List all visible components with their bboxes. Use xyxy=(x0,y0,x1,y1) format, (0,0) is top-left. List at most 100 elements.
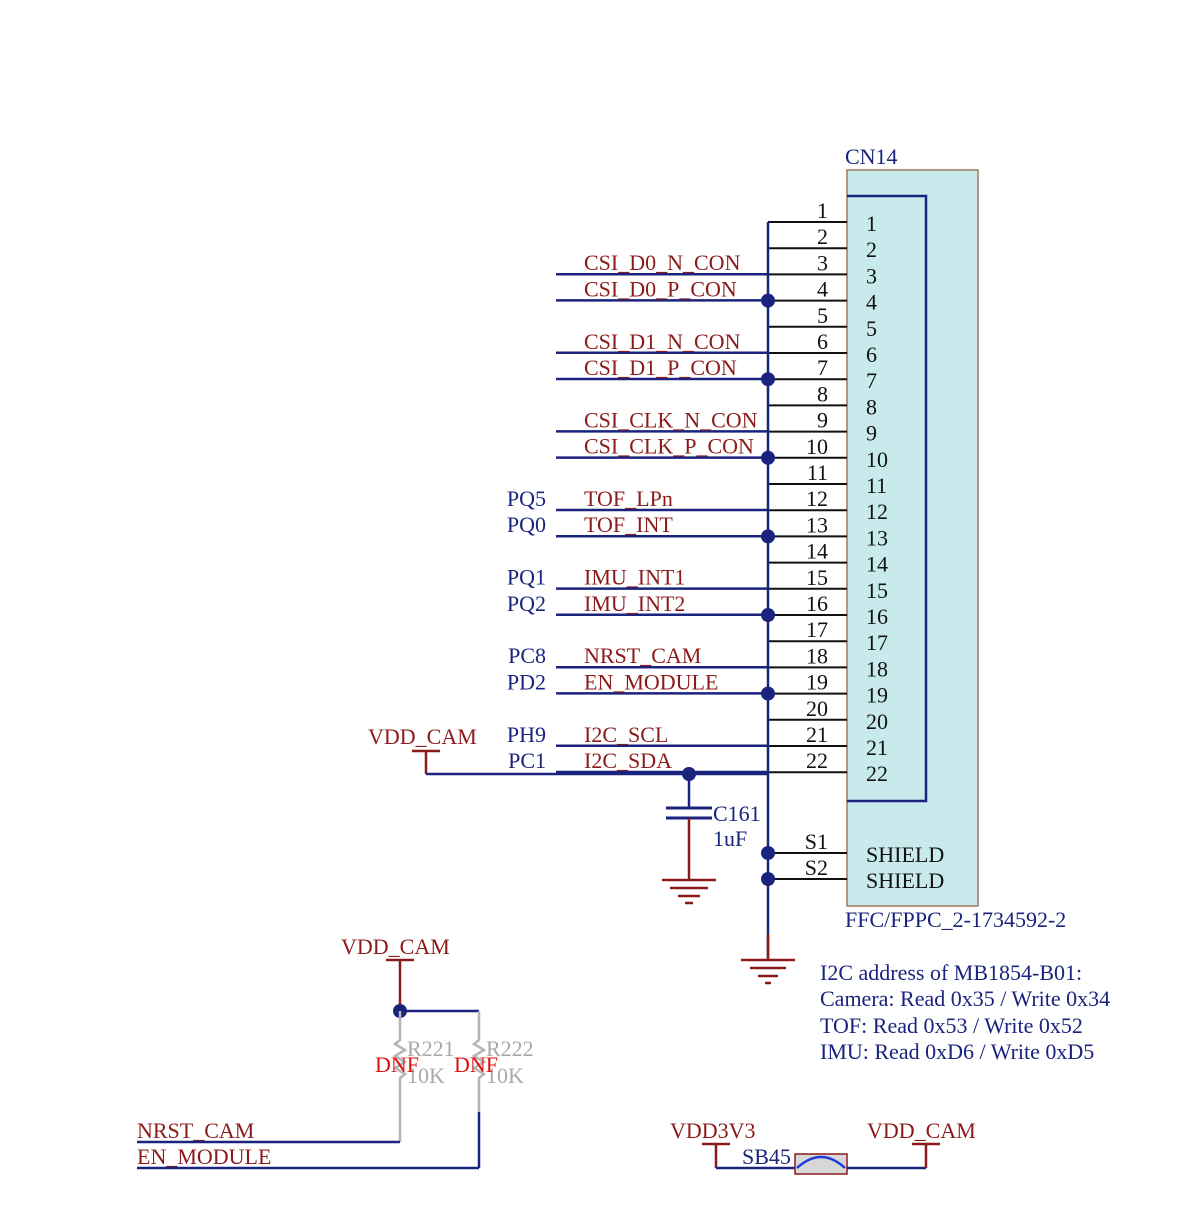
capacitor-c161: C161 1uF xyxy=(662,774,761,905)
resistor-r221: R221 10K DNF xyxy=(375,1011,455,1142)
pin-number-outer: 6 xyxy=(817,329,828,354)
pin-number-outer: 2 xyxy=(817,224,828,249)
pin-number-inner: 18 xyxy=(866,656,888,681)
pin-number-outer: 22 xyxy=(806,748,828,773)
pin-number-outer: 5 xyxy=(817,303,828,328)
pin-number-inner: 5 xyxy=(866,316,877,341)
pin-number-inner: 13 xyxy=(866,525,888,550)
i2c-address-notes: I2C address of MB1854-B01: Camera: Read … xyxy=(820,960,1110,1064)
pin-number-outer: 1 xyxy=(817,198,828,223)
solder-bridge-sb45: VDD3V3 SB45 VDD_CAM xyxy=(670,1118,976,1175)
mcu-pin-label: PC1 xyxy=(508,748,546,773)
net-label: TOF_INT xyxy=(584,512,673,537)
mcu-pin-label: PH9 xyxy=(507,722,546,747)
pin-number-outer: 8 xyxy=(817,381,828,406)
shield-pin-s2: S2 SHIELD xyxy=(768,855,944,893)
junction-dot xyxy=(761,872,775,886)
mcu-pin-label: PQ0 xyxy=(507,512,546,537)
resistor-r222: R222 10K DNF xyxy=(454,1011,534,1168)
shield-pin-name: SHIELD xyxy=(866,868,944,893)
resistor-value: 10K xyxy=(407,1063,445,1088)
pin-number-inner: 1 xyxy=(866,211,877,236)
note-line: I2C address of MB1854-B01: xyxy=(820,960,1082,985)
net-label: CSI_D1_N_CON xyxy=(584,329,741,354)
pin-number-inner: 22 xyxy=(866,761,888,786)
pin-number-inner: 11 xyxy=(866,473,887,498)
pin-number-inner: 9 xyxy=(866,421,877,446)
mcu-pin-label: PQ2 xyxy=(507,591,546,616)
mcu-pin-label: PC8 xyxy=(508,643,546,668)
pin-number-outer: 7 xyxy=(817,355,828,380)
pin-number-inner: 3 xyxy=(866,263,877,288)
pin-number-inner: 4 xyxy=(866,290,877,315)
ground-symbol-main xyxy=(741,934,795,985)
pin-number-outer: 21 xyxy=(806,722,828,747)
shield-pin-name: SHIELD xyxy=(866,842,944,867)
pin-number-outer: 15 xyxy=(806,565,828,590)
vdd-cam-label: VDD_CAM xyxy=(368,724,477,749)
pin-number-outer: 13 xyxy=(806,512,828,537)
connector-pin-row: 22 22 xyxy=(768,748,888,786)
net-label: NRST_CAM xyxy=(584,643,701,668)
pin-number-outer: 12 xyxy=(806,486,828,511)
net-label: CSI_D0_P_CON xyxy=(584,276,737,301)
pin-number-inner: 7 xyxy=(866,368,877,393)
net-label: IMU_INT2 xyxy=(584,591,685,616)
pin-number-outer: 3 xyxy=(817,250,828,275)
pullup-power-label: VDD_CAM xyxy=(341,934,450,959)
note-line: TOF: Read 0x53 / Write 0x52 xyxy=(820,1013,1083,1038)
pin-number-outer: 11 xyxy=(807,460,828,485)
pin-number-outer: 18 xyxy=(806,643,828,668)
pin-number-inner: 21 xyxy=(866,735,888,760)
shield-pin-number: S1 xyxy=(805,829,828,854)
mcu-pin-label: PD2 xyxy=(507,669,546,694)
net-label: TOF_LPn xyxy=(584,486,673,511)
pin-number-outer: 10 xyxy=(806,434,828,459)
pin-number-outer: 16 xyxy=(806,591,828,616)
pin-number-outer: 4 xyxy=(817,277,828,302)
solder-bridge-left-power: VDD3V3 xyxy=(670,1118,756,1143)
solder-bridge-right-power: VDD_CAM xyxy=(867,1118,976,1143)
resistor-ref: R222 xyxy=(486,1036,534,1061)
pin-number-outer: 14 xyxy=(806,539,828,564)
connector-pin-row: 11 xyxy=(768,198,877,236)
net-label: I2C_SDA xyxy=(584,748,672,773)
resistor-dnf-mark: DNF xyxy=(375,1052,419,1077)
net-label: CSI_CLK_P_CON xyxy=(584,434,754,459)
note-line: Camera: Read 0x35 / Write 0x34 xyxy=(820,986,1110,1011)
mcu-pin-label: PQ1 xyxy=(507,565,546,590)
net-label: CSI_CLK_N_CON xyxy=(584,407,758,432)
capacitor-value: 1uF xyxy=(713,826,747,851)
pin-number-outer: 20 xyxy=(806,696,828,721)
pin-number-inner: 17 xyxy=(866,630,888,655)
pin-number-inner: 12 xyxy=(866,499,888,524)
net-label: EN_MODULE xyxy=(584,669,718,694)
net-label: I2C_SCL xyxy=(584,722,668,747)
shield-pin-number: S2 xyxy=(805,855,828,880)
connector-ref: CN14 xyxy=(845,144,898,169)
pin-number-inner: 19 xyxy=(866,683,888,708)
net-label: CSI_D0_N_CON xyxy=(584,250,741,275)
resistor-ref: R221 xyxy=(407,1036,455,1061)
pin-number-inner: 8 xyxy=(866,394,877,419)
connector-pin-outline xyxy=(847,194,928,803)
net-label-en-module: EN_MODULE xyxy=(137,1144,271,1169)
net-label: CSI_D1_P_CON xyxy=(584,355,737,380)
net-label-nrst-cam: NRST_CAM xyxy=(137,1118,254,1143)
pin-number-inner: 20 xyxy=(866,709,888,734)
net-label: IMU_INT1 xyxy=(584,565,685,590)
